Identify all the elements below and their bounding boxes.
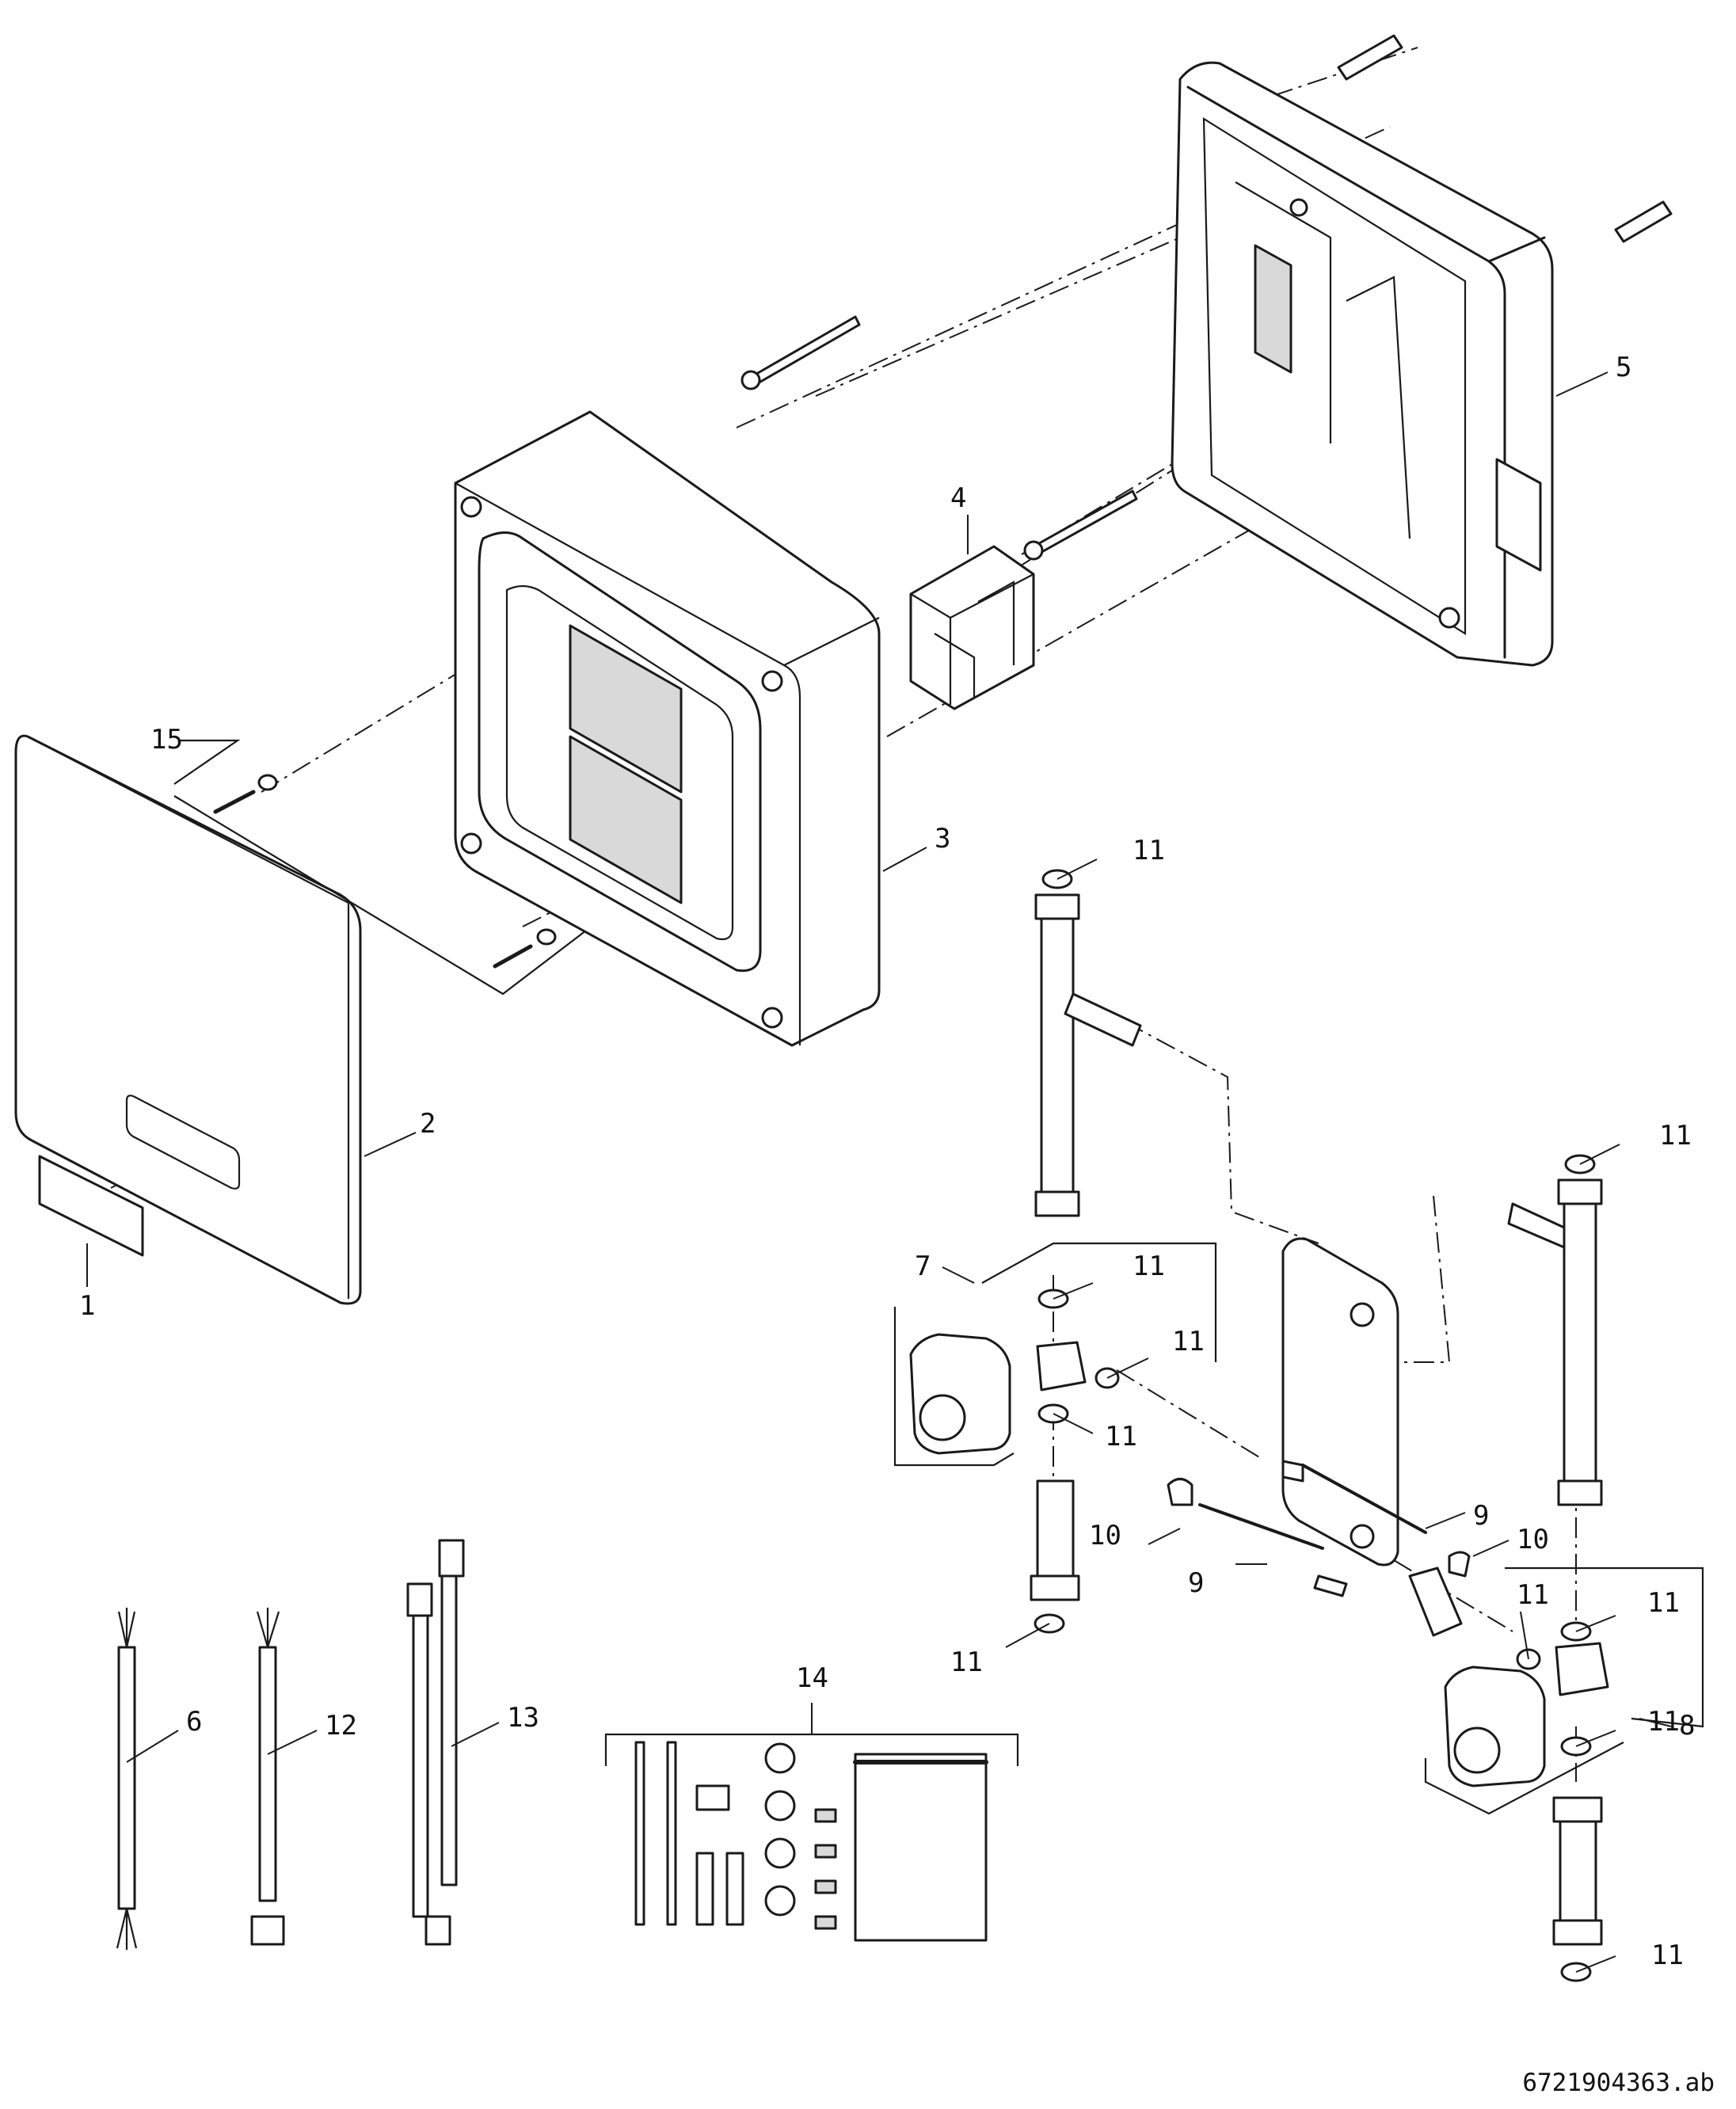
callout-3: 3 [935,823,950,855]
callout-11-bottom: 11 [1651,1940,1684,1971]
pipe-lower-left [1030,1479,1080,1634]
callout-8: 8 [1679,1710,1695,1742]
callout-11-valve-top: 11 [1133,1251,1165,1282]
callout-11-right-valve-top: 11 [1647,1587,1680,1619]
callout-12: 12 [325,1710,357,1742]
callout-9b: 9 [1188,1567,1204,1599]
callout-11-lower-left: 11 [950,1646,983,1678]
callout-10a: 10 [1089,1520,1121,1551]
wall-fixings [740,34,1673,561]
front-cover [14,734,362,1305]
callout-13: 13 [507,1702,539,1734]
document-number: 6721904363.ab [1522,2069,1715,2097]
callout-1: 1 [79,1290,95,1322]
control-module [909,545,1035,710]
callout-11-upper: 11 [1133,835,1165,866]
accessory-kit [604,1733,1019,1942]
valve-assembly-left [893,1242,1217,1467]
callout-14: 14 [796,1662,828,1694]
pipe-upper [1034,869,1142,1217]
callout-11-valve-side: 11 [1172,1326,1205,1357]
callout-4: 4 [950,482,966,514]
callout-10b: 10 [1517,1524,1549,1555]
pipe-lower-right [1552,1796,1603,1982]
pipe-right [1408,1154,1603,1637]
callout-9a: 9 [1473,1500,1489,1532]
callout-labels: 1 2 3 4 5 6 7 8 9 9 10 10 11 11 11 11 11… [79,352,1695,1971]
callout-11-right-top: 11 [1659,1120,1692,1152]
callout-7: 7 [915,1251,931,1282]
sensors [1167,1460,1471,1597]
leader-lines [86,371,1672,1973]
callout-11-valve-bottom: 11 [1105,1421,1137,1452]
callout-6: 6 [186,1706,202,1738]
mounting-frame [454,410,881,1047]
heat-exchanger [1281,1237,1399,1567]
callout-11-right-valve-bottom: 11 [1647,1706,1680,1738]
label-plate [38,1155,144,1257]
callout-15: 15 [150,724,183,756]
callout-11-right-side: 11 [1517,1579,1549,1611]
cover-screws [173,739,587,995]
callout-5: 5 [1616,352,1631,383]
wall-housing [1171,61,1554,667]
cables [116,1539,465,1950]
callout-2: 2 [420,1108,436,1140]
